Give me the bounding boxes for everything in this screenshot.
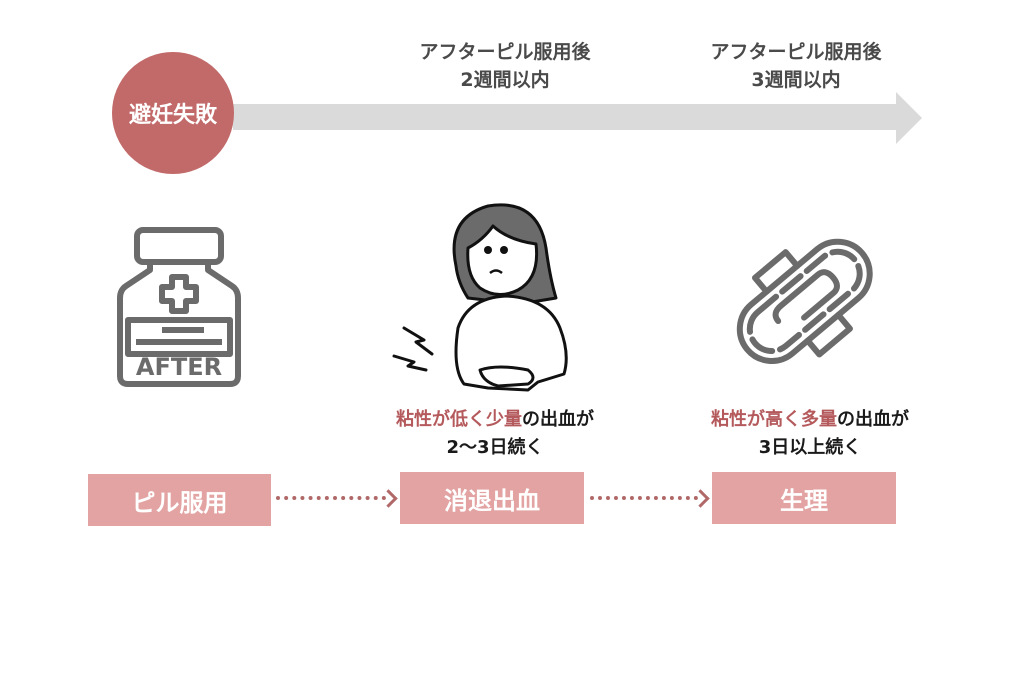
timeline-bar [233, 104, 898, 130]
marker-line2: 2週間以内 [460, 69, 550, 91]
sanitary-pad-icon [736, 238, 873, 364]
flow-step-pill: ピル服用 [88, 474, 271, 526]
description-period: 粘性が高く多量の出血が 3日以上続く [660, 406, 960, 462]
pill-bottle-icon: AFTER [117, 227, 241, 387]
pill-bottle-label: AFTER [136, 353, 222, 381]
timeline-arrowhead [896, 92, 922, 144]
description-rest: の出血が [522, 409, 594, 430]
marker-line2: 3週間以内 [751, 69, 841, 91]
flow-arrow-icon [379, 489, 398, 508]
start-label: 避妊失敗 [128, 103, 217, 128]
flow-connector-dots [590, 496, 698, 500]
timeline-marker-3weeks: アフターピル服用後 3週間以内 [676, 38, 916, 94]
description-withdrawal-bleeding: 粘性が低く少量の出血が 2〜3日続く [345, 406, 645, 462]
flow-step-label: 生理 [780, 486, 828, 515]
flow-step-period: 生理 [712, 472, 896, 524]
description-line2: 2〜3日続く [446, 437, 544, 458]
timeline-marker-2weeks: アフターピル服用後 2週間以内 [385, 38, 625, 94]
description-highlight: 粘性が高く多量 [711, 409, 837, 430]
flow-arrow-icon [691, 489, 710, 508]
flow-step-label: 消退出血 [444, 486, 540, 515]
flow-step-label: ピル服用 [131, 488, 228, 517]
flow-step-withdrawal-bleeding: 消退出血 [400, 472, 584, 524]
marker-line1: アフターピル服用後 [419, 41, 591, 63]
marker-line1: アフターピル服用後 [710, 41, 882, 63]
description-rest: の出血が [837, 409, 909, 430]
woman-stomach-pain-icon [392, 203, 568, 392]
flow-connector-dots [276, 496, 386, 500]
start-circle: 避妊失敗 [112, 52, 234, 174]
description-highlight: 粘性が低く少量 [396, 409, 522, 430]
description-line2: 3日以上続く [758, 437, 862, 458]
